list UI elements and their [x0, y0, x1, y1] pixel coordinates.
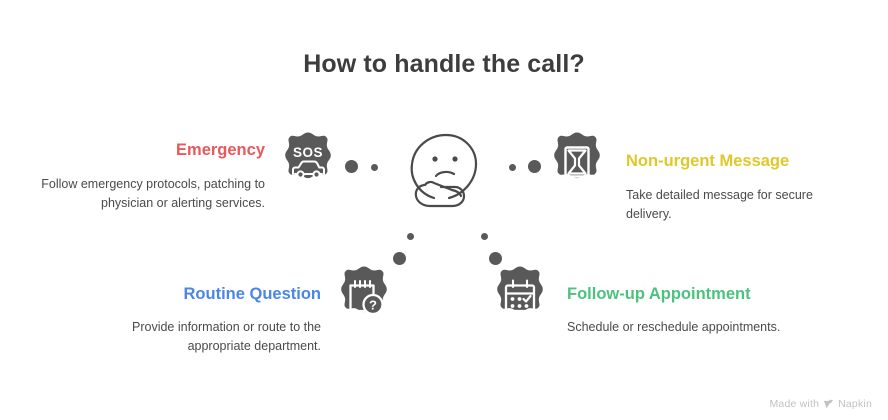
- connector-dot: [345, 160, 358, 173]
- node-label-follow-up-appointment: Follow-up Appointment: [567, 285, 751, 303]
- node-label-routine-question: Routine Question: [183, 285, 322, 303]
- notepad-question-icon: ?: [333, 265, 395, 327]
- connector-dot: [481, 233, 488, 240]
- connector-dot: [393, 252, 406, 265]
- connector-dot: [509, 164, 516, 171]
- svg-text:?: ?: [369, 298, 377, 313]
- sos-ambulance-icon: SOS: [277, 131, 339, 193]
- thinking-face-icon: [404, 128, 484, 210]
- watermark-text: Made with: [769, 398, 820, 410]
- connector-dot: [528, 160, 541, 173]
- napkin-logo-icon: [823, 399, 834, 410]
- node-description-non-urgent-message: Take detailed message for secure deliver…: [626, 188, 813, 221]
- node-label-non-urgent-message: Non-urgent Message: [626, 152, 790, 170]
- connector-dot: [489, 252, 502, 265]
- calendar-check-icon: [489, 265, 551, 327]
- watermark: Made with Napkin: [769, 398, 872, 410]
- node-description-emergency: Follow emergency protocols, patching to …: [41, 177, 265, 210]
- connector-dot: [371, 164, 378, 171]
- envelope-icon: [546, 131, 608, 193]
- watermark-brand: Napkin: [838, 398, 872, 410]
- connector-dot: [407, 233, 414, 240]
- node-description-follow-up-appointment: Schedule or reschedule appointments.: [567, 320, 781, 334]
- node-description-routine-question: Provide information or route to the appr…: [132, 320, 321, 353]
- node-label-emergency: Emergency: [176, 141, 265, 159]
- page-title: How to handle the call?: [303, 50, 585, 78]
- svg-text:SOS: SOS: [293, 145, 323, 160]
